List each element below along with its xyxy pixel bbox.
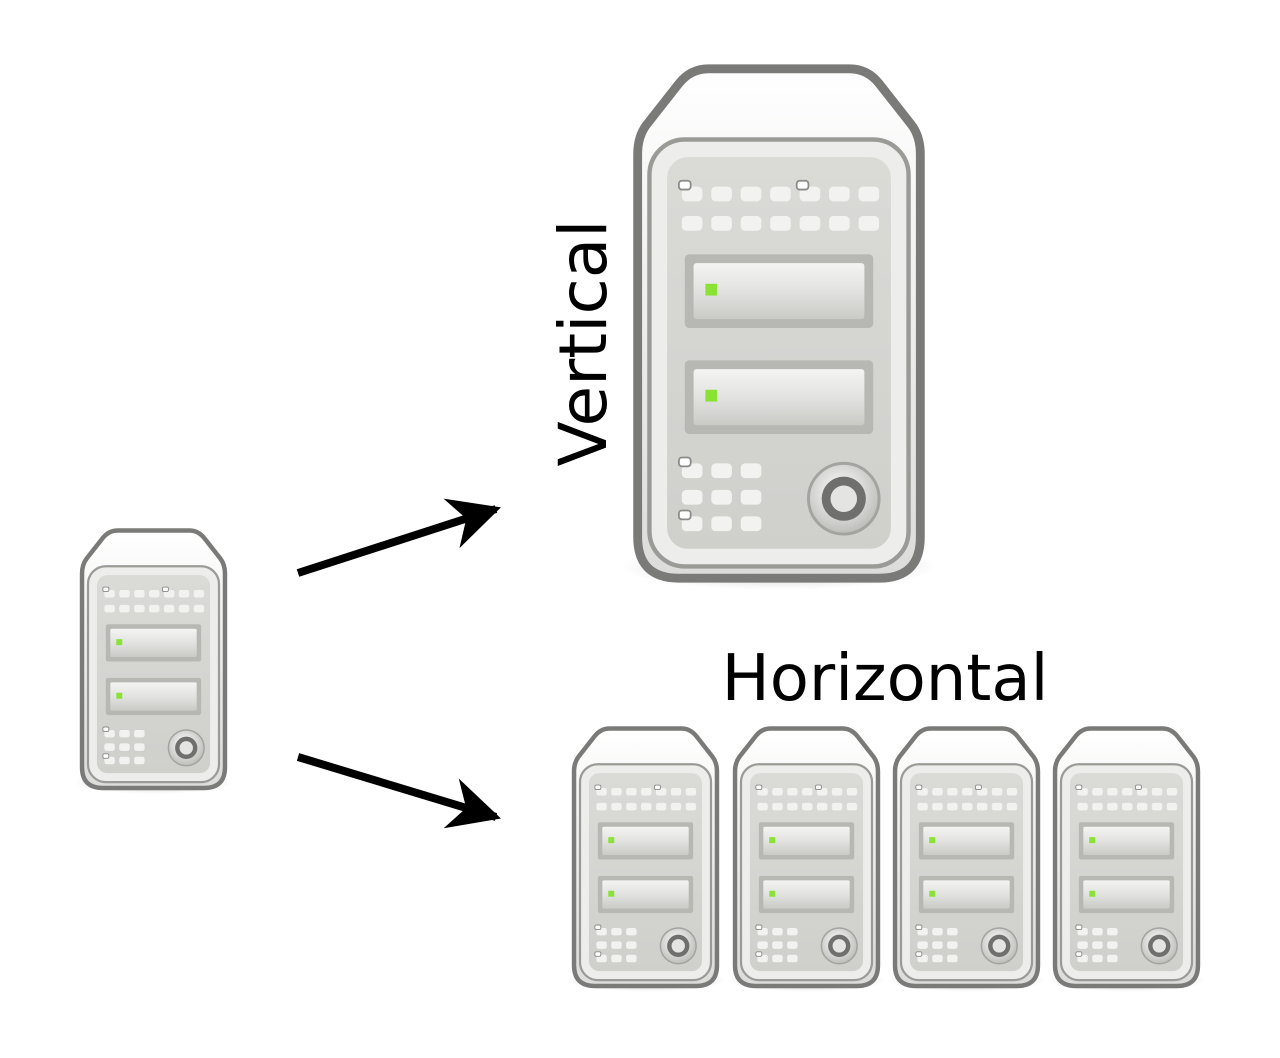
arrow-to-horizontal-icon — [296, 753, 501, 829]
horizontal-server-1-icon — [565, 728, 726, 992]
vertical-server-icon — [620, 69, 938, 590]
horizontal-server-3-icon — [886, 728, 1047, 992]
horizontal-label: Horizontal — [722, 642, 1049, 716]
horizontal-server-2-icon — [726, 728, 887, 992]
arrow-to-vertical-icon — [296, 498, 501, 577]
horizontal-server-4-icon — [1046, 728, 1207, 992]
vertical-label: Vertical — [545, 219, 622, 466]
source-server-icon — [73, 530, 234, 794]
horizontal-server-group — [565, 728, 1207, 992]
